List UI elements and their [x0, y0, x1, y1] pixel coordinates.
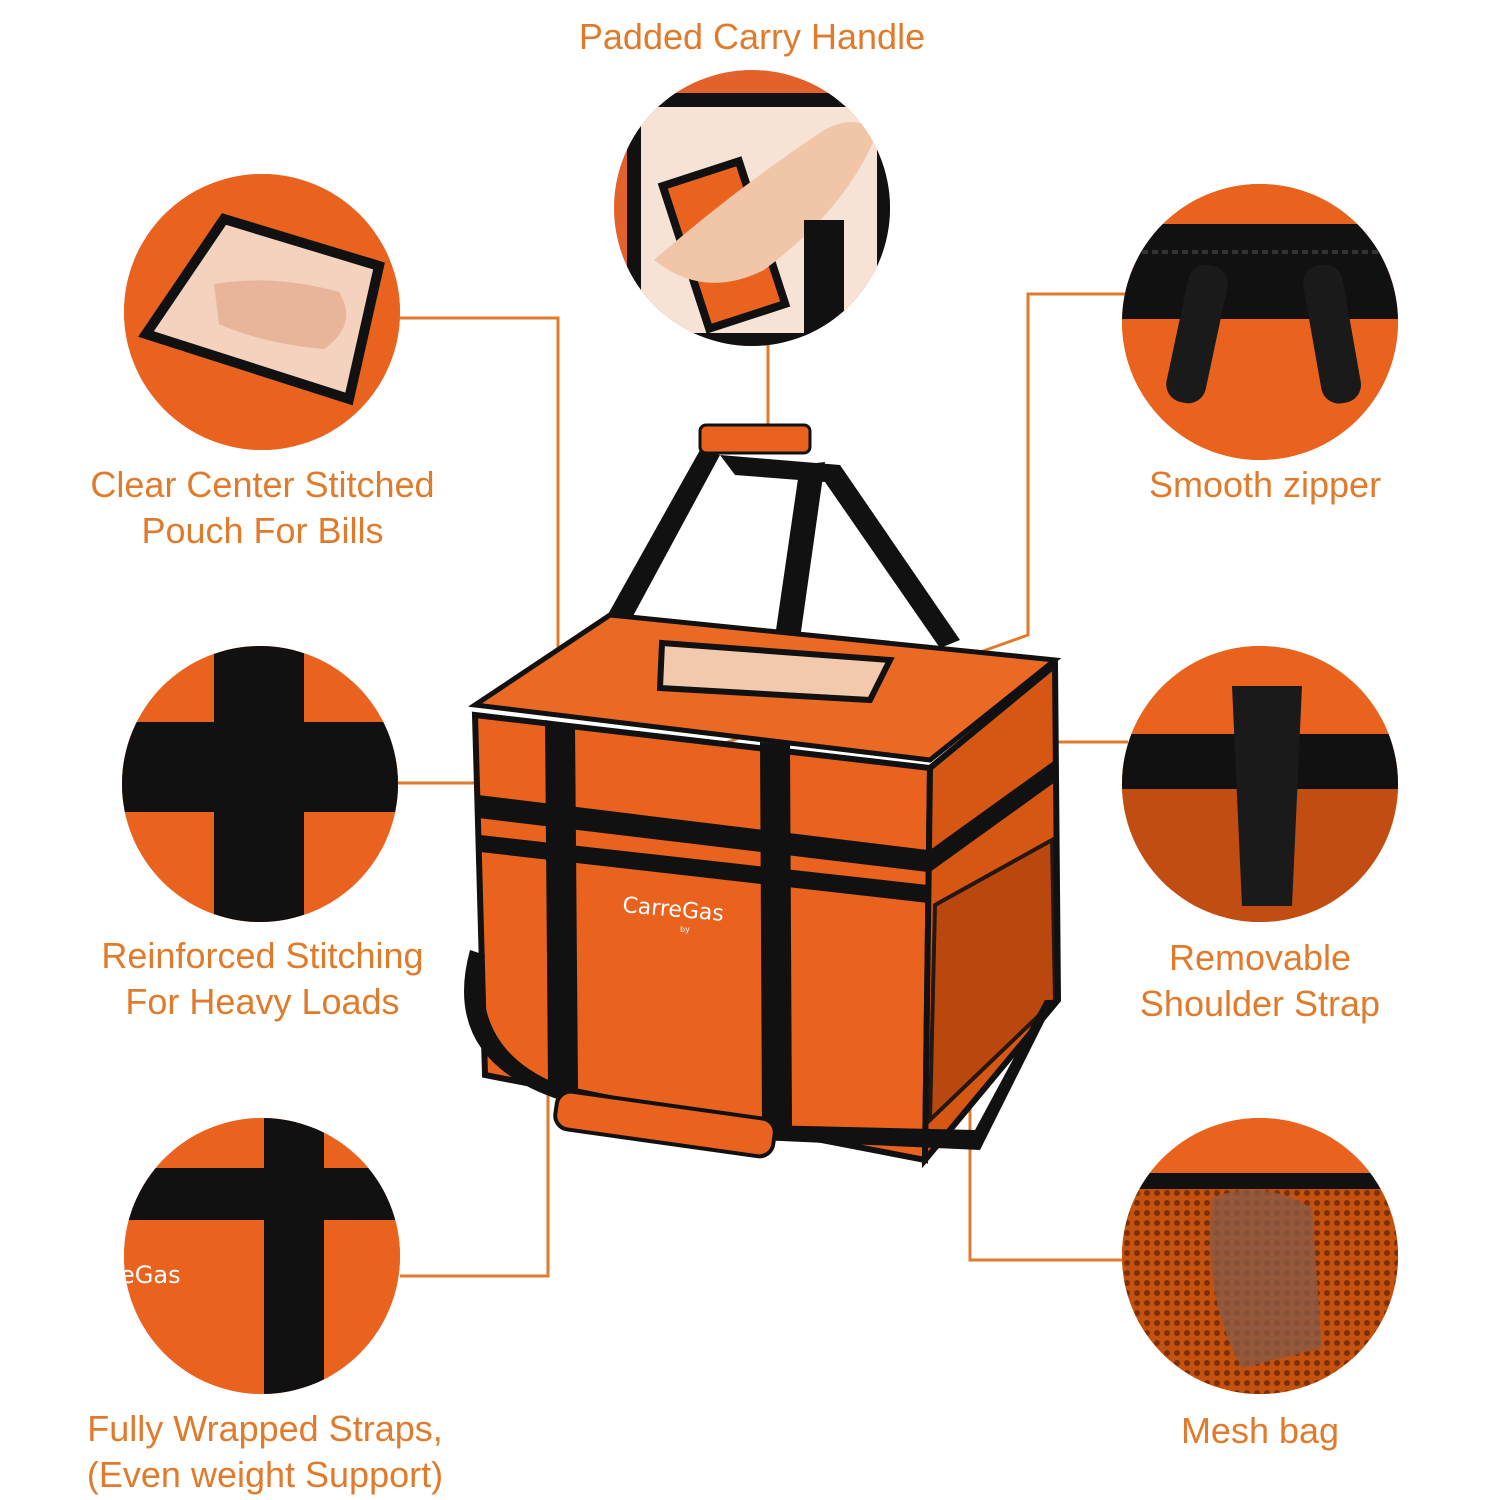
callout-shoulder-line1: Removable: [1168, 937, 1352, 978]
detail-circle-reinforced-stitching: [122, 646, 398, 922]
shoulder-pad: [553, 1089, 777, 1159]
callout-reinforced-stitching: Reinforced Stitching For Heavy Loads: [60, 933, 465, 1025]
callout-reinforced-line2: For Heavy Loads: [125, 981, 400, 1022]
detail-circle-shoulder-strap: [1122, 646, 1398, 922]
detail-circle-wrapped-straps: eGas: [124, 1118, 400, 1394]
callout-shoulder-line2: Shoulder Strap: [1139, 983, 1381, 1024]
callout-smooth-zipper: Smooth zipper: [1148, 464, 1382, 505]
detail-circle-padded-handle: [614, 70, 890, 346]
brand-logo-partial: eGas: [124, 1261, 181, 1289]
callout-wrapped-line2: (Even weight Support): [86, 1454, 444, 1495]
callout-clear-pouch-line2: Pouch For Bills: [141, 510, 384, 551]
detail-circle-clear-pouch: [124, 174, 400, 450]
callout-clear-pouch-line1: Clear Center Stitched: [90, 464, 435, 505]
callout-clear-pouch: Clear Center Stitched Pouch For Bills: [60, 462, 465, 554]
callout-mesh-bag: Mesh bag: [1180, 1410, 1340, 1451]
callout-wrapped-line1: Fully Wrapped Straps,: [87, 1408, 443, 1449]
brand-by: by: [680, 925, 690, 934]
callout-wrapped-straps: Fully Wrapped Straps, (Even weight Suppo…: [40, 1406, 490, 1498]
callout-shoulder-strap: Removable Shoulder Strap: [1100, 935, 1420, 1027]
detail-circle-smooth-zipper: [1122, 184, 1398, 460]
delivery-bag: CarreGas by: [464, 423, 1062, 1169]
detail-circle-mesh-bag: [1122, 1118, 1398, 1394]
top-clear-pouch: [656, 639, 895, 704]
callout-reinforced-line1: Reinforced Stitching: [101, 935, 424, 976]
callout-padded-handle: Padded Carry Handle: [578, 16, 926, 57]
handle-pad: [698, 423, 812, 455]
